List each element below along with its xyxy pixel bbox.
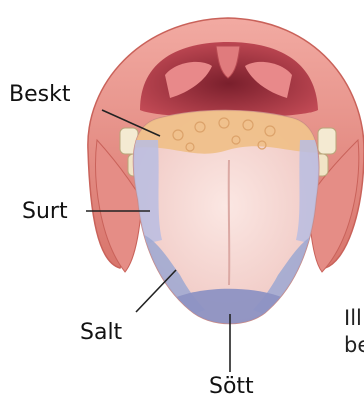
zone-sweet xyxy=(170,289,288,340)
caption-line-1: Ill xyxy=(344,305,364,332)
label-sweet: Sött xyxy=(209,376,254,398)
tongue xyxy=(120,100,340,340)
pointer-salt xyxy=(136,270,176,312)
label-salt: Salt xyxy=(80,322,122,344)
tongue-groove xyxy=(229,160,230,285)
caption-text: Ill be xyxy=(344,305,364,359)
tooth-right-1 xyxy=(318,128,336,154)
label-sour: Surt xyxy=(22,201,68,223)
label-bitter: Beskt xyxy=(9,84,70,106)
caption-line-2: be xyxy=(344,332,364,359)
